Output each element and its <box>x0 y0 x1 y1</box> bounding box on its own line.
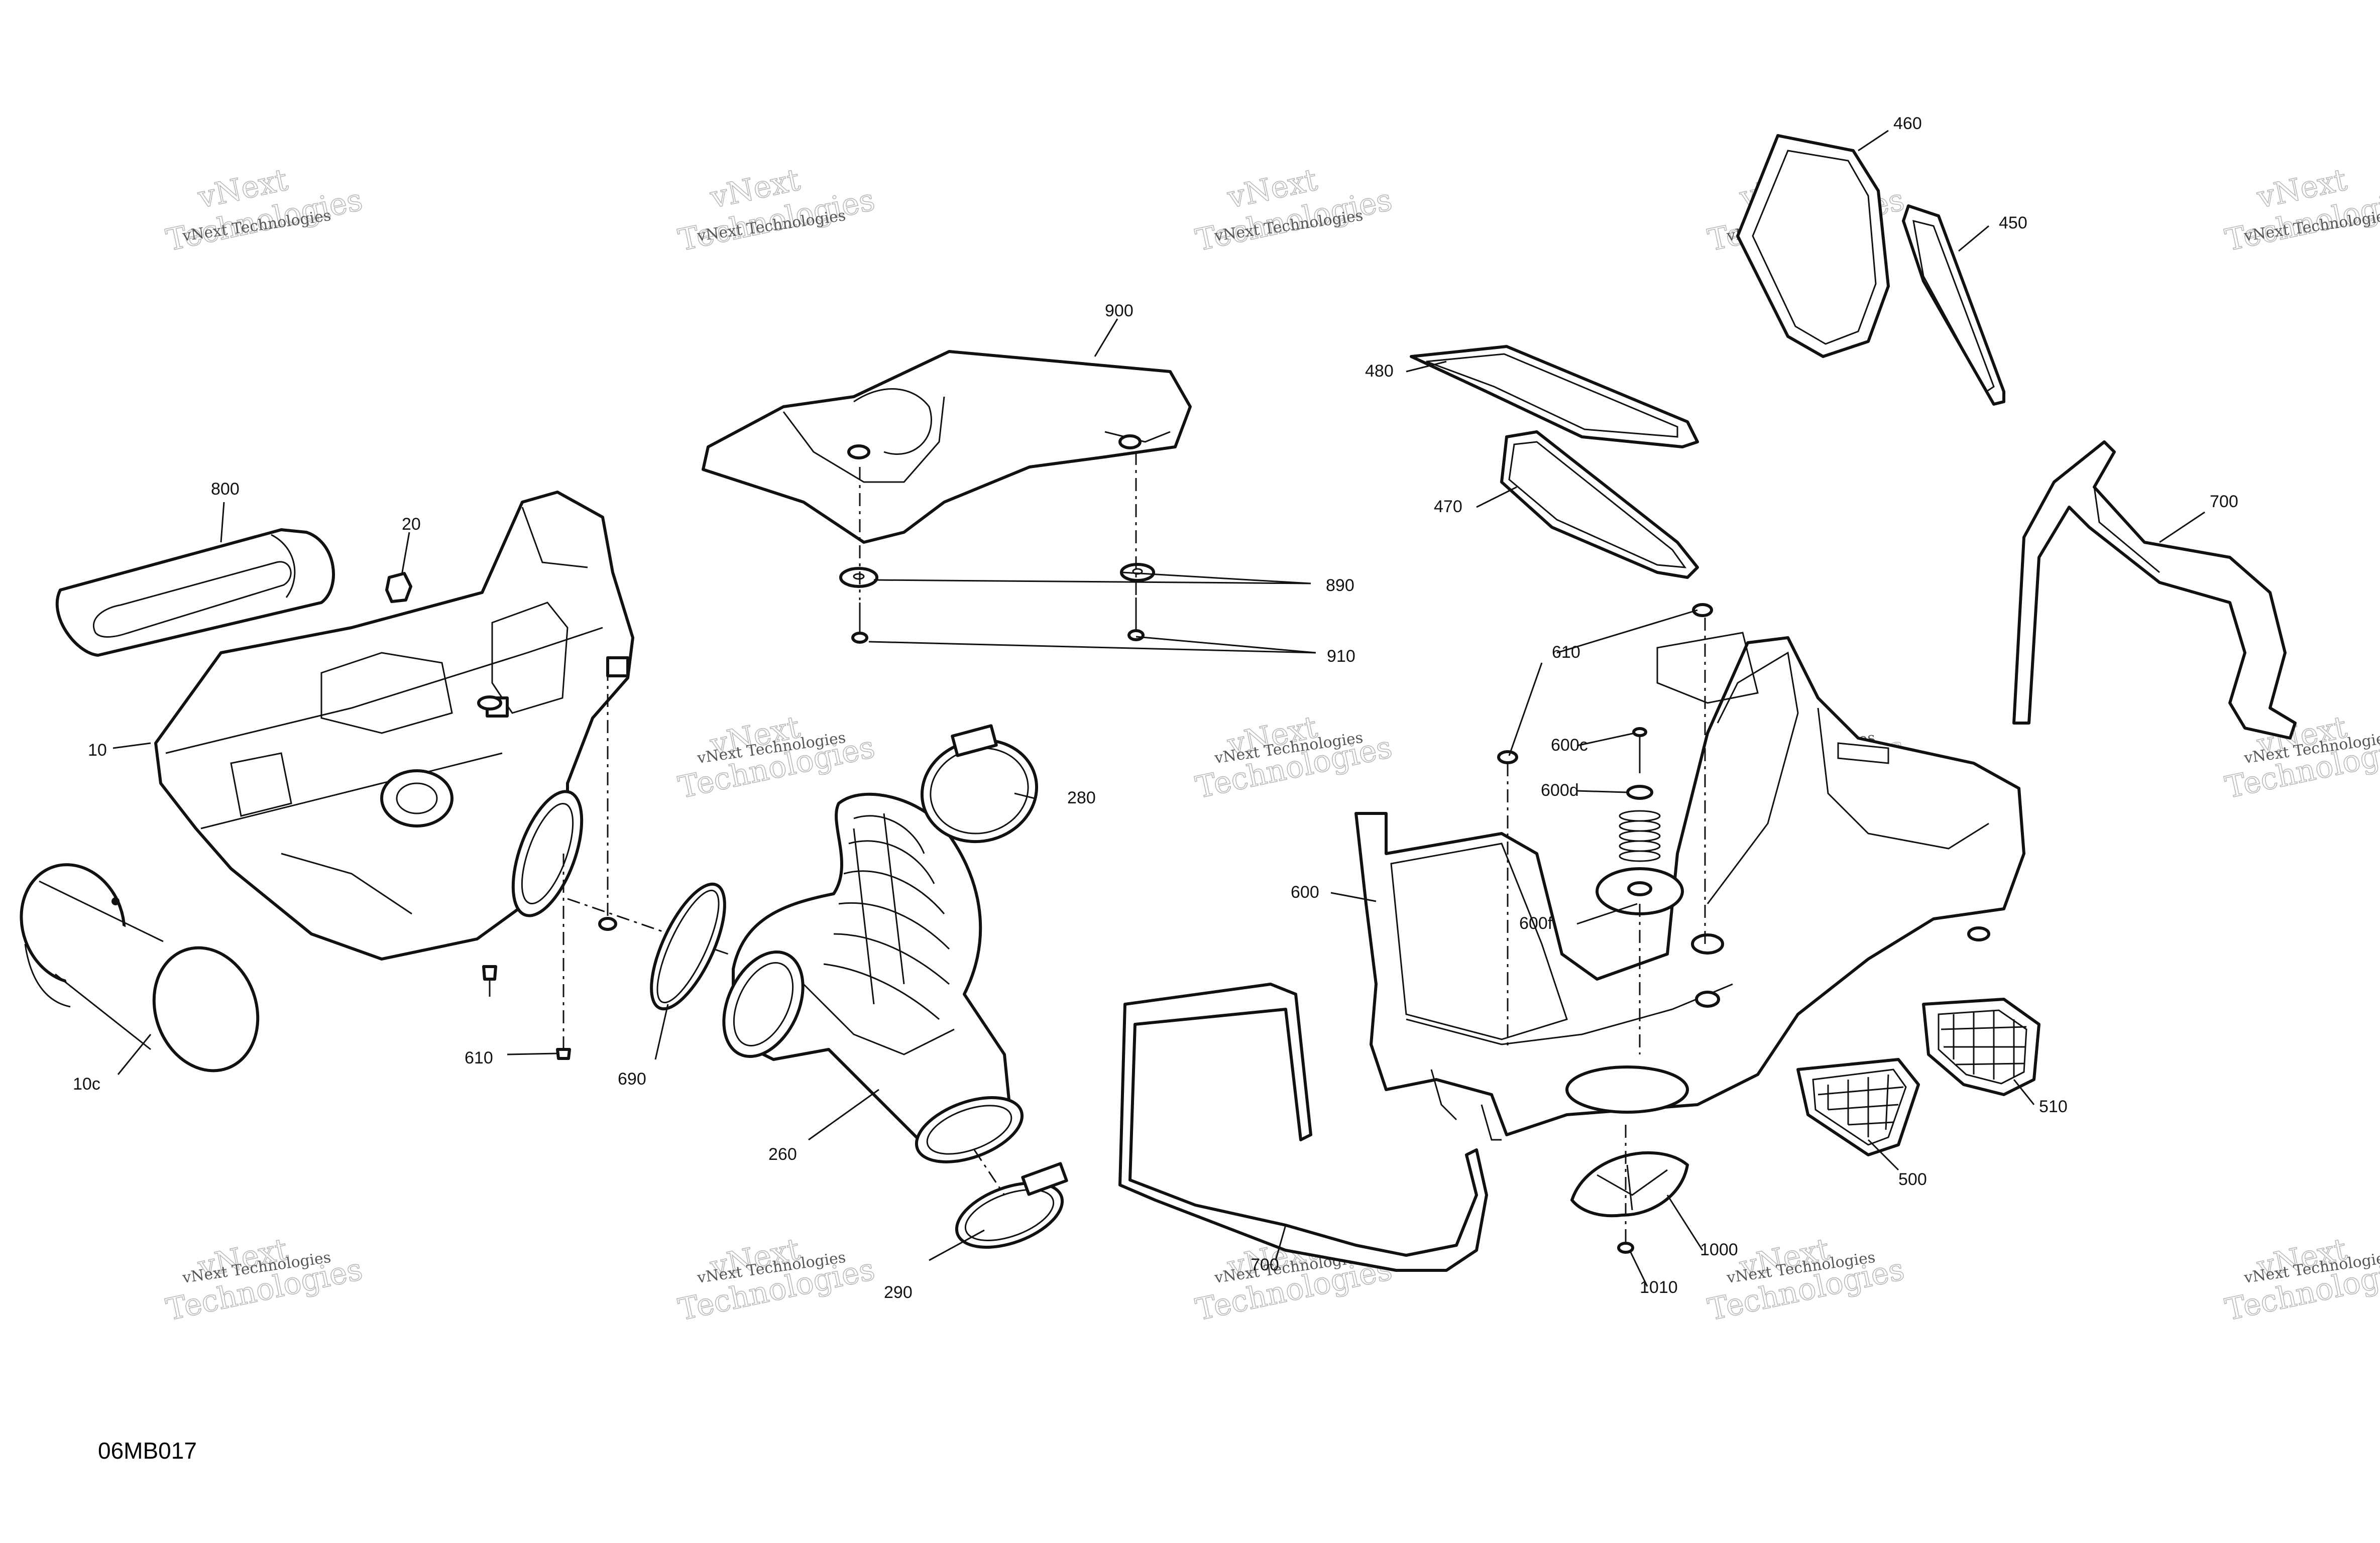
callout-600f: 600f <box>1519 914 1553 933</box>
callout-1010: 1010 <box>1640 1278 1678 1297</box>
callout-470: 470 <box>1434 497 1462 516</box>
washer-890-right <box>1120 563 1155 582</box>
part-700-upper-trim <box>2012 440 2297 740</box>
part-1000-cover <box>1570 1151 1689 1218</box>
bolt-910-right <box>1127 598 1145 641</box>
callout-890: 890 <box>1326 576 1354 595</box>
callout-610-left: 610 <box>465 1048 493 1067</box>
bolt-910-left <box>851 603 868 644</box>
callout-690: 690 <box>618 1070 646 1089</box>
watermark-5: vNext Technologies <box>2222 162 2380 259</box>
part-600-airbox-base <box>1354 632 2025 1141</box>
part-800-cover <box>55 528 335 657</box>
callout-910: 910 <box>1327 647 1355 666</box>
callout-260: 260 <box>768 1145 797 1164</box>
callout-450: 450 <box>1999 213 2027 232</box>
nut-left <box>598 917 617 931</box>
screw-1010 <box>1617 1242 1634 1254</box>
part-700-lower-trim <box>1118 983 1488 1272</box>
callout-labels: 800 20 10 10c 610 690 260 280 290 900 89… <box>73 114 2238 1302</box>
part-600c-bolt <box>1632 727 1647 773</box>
part-510-grille <box>1922 998 2041 1096</box>
callout-700-lower: 700 <box>1251 1255 1279 1274</box>
part-10c-filter <box>20 863 260 1073</box>
callout-900: 900 <box>1105 301 1134 320</box>
part-290-clamp <box>955 1162 1068 1249</box>
part-470-seal <box>1500 430 1699 579</box>
callout-20: 20 <box>402 515 421 534</box>
part-600d-spring <box>1619 810 1661 862</box>
callout-600d: 600d <box>1541 781 1579 800</box>
screw-610-top <box>1692 603 1713 617</box>
part-450-seal <box>1902 204 2005 406</box>
screw-610-mid <box>1497 750 1518 764</box>
callout-510: 510 <box>2039 1097 2068 1116</box>
part-600d-washer <box>1626 785 1653 800</box>
screw-610-left <box>482 965 497 997</box>
callout-600c: 600c <box>1551 736 1588 755</box>
part-900-shield <box>702 350 1192 544</box>
part-460-seal <box>1736 134 1890 358</box>
part-280-clamp <box>920 724 1039 844</box>
part-20-plug <box>385 572 412 603</box>
callout-280: 280 <box>1067 788 1096 807</box>
washer-890-left <box>839 567 878 588</box>
callout-10: 10 <box>88 741 107 760</box>
part-690-clamp <box>650 882 726 1011</box>
callout-610-right: 610 <box>1552 643 1580 662</box>
diagram-code: 06MB017 <box>98 1438 197 1464</box>
part-500-grille <box>1796 1058 1920 1156</box>
part-10-airbox <box>154 491 634 961</box>
leader-lines <box>112 130 2205 1287</box>
callout-1000: 1000 <box>1700 1240 1738 1259</box>
axis-line <box>973 1149 1005 1196</box>
callout-700-upper: 700 <box>2210 492 2238 511</box>
callout-480: 480 <box>1365 362 1394 381</box>
callout-800: 800 <box>211 480 240 499</box>
callout-500: 500 <box>1898 1170 1927 1189</box>
callout-460: 460 <box>1893 114 1922 133</box>
callout-290: 290 <box>884 1283 913 1302</box>
part-260-tube <box>722 792 1024 1163</box>
callout-10c: 10c <box>73 1075 100 1094</box>
callout-600: 600 <box>1291 883 1319 902</box>
part-480-seal <box>1410 345 1699 448</box>
